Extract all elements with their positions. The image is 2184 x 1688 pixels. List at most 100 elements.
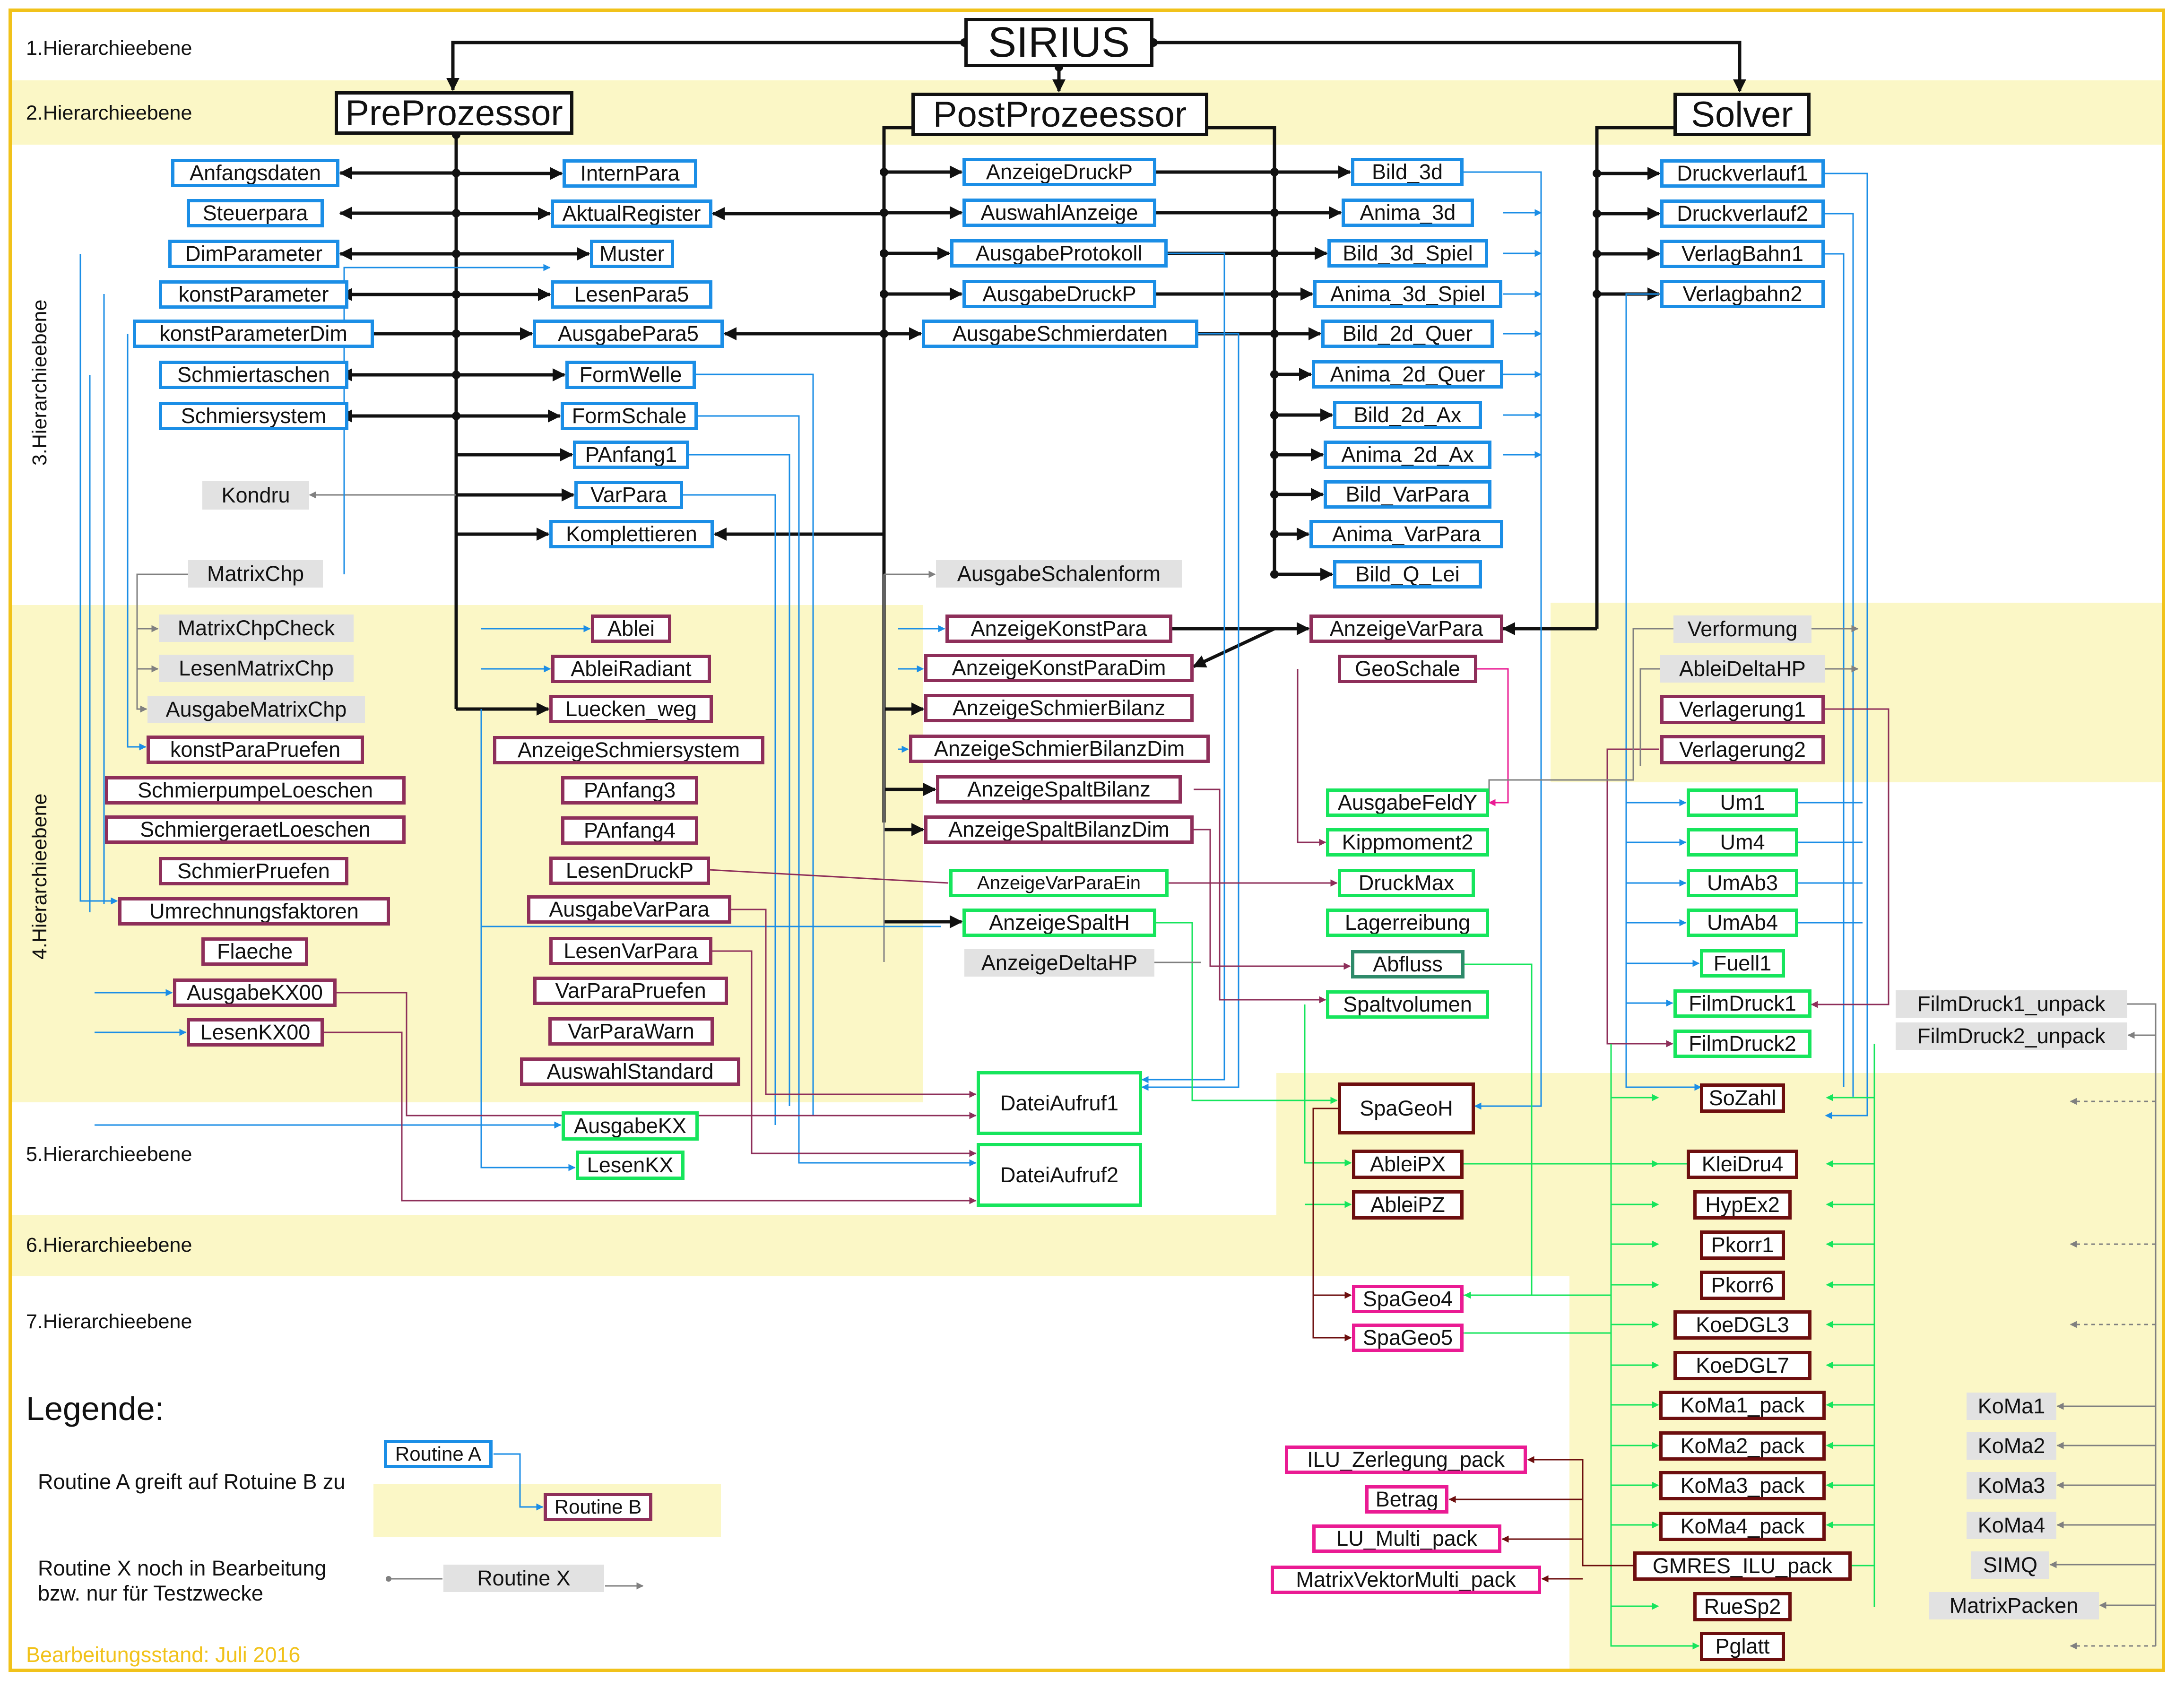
routine-koma2-pack[interactable]: KoMa2_pack	[1659, 1431, 1826, 1461]
routine-anzeigekonstparadim[interactable]: AnzeigeKonstParaDim	[924, 654, 1194, 682]
routine-anzeigevarparaein[interactable]: AnzeigeVarParaEin	[949, 869, 1169, 897]
routine-matrixchpcheck[interactable]: MatrixChpCheck	[159, 615, 354, 642]
routine-lesenkx[interactable]: LesenKX	[576, 1151, 685, 1180]
routine-formwelle[interactable]: FormWelle	[565, 361, 696, 389]
routine-anima-3d[interactable]: Anima_3d	[1342, 199, 1474, 227]
routine-anzeigespaltbilanzdim[interactable]: AnzeigeSpaltBilanzDim	[924, 815, 1194, 844]
routine-ilu-zerlegung-pack[interactable]: ILU_Zerlegung_pack	[1285, 1446, 1527, 1474]
routine-hypex2[interactable]: HypEx2	[1693, 1190, 1792, 1220]
routine-druckmax[interactable]: DruckMax	[1338, 869, 1475, 897]
routine-lesendruckp[interactable]: LesenDruckP	[549, 857, 710, 885]
routine-anima-2d-quer[interactable]: Anima_2d_Quer	[1312, 360, 1503, 389]
routine-konstparameterdim[interactable]: konstParameterDim	[133, 320, 374, 348]
routine-umrechnungsfaktoren[interactable]: Umrechnungsfaktoren	[118, 897, 390, 926]
routine-verlagbahn2[interactable]: Verlagbahn2	[1660, 280, 1825, 308]
routine-koma3-pack[interactable]: KoMa3_pack	[1659, 1471, 1826, 1500]
routine-kippmoment2[interactable]: Kippmoment2	[1326, 828, 1489, 857]
routine-varpara[interactable]: VarPara	[574, 481, 683, 509]
routine-pglatt[interactable]: Pglatt	[1700, 1632, 1785, 1661]
routine-ableipx[interactable]: AbleiPX	[1352, 1150, 1464, 1179]
routine-varparawarn[interactable]: VarParaWarn	[548, 1017, 714, 1046]
routine-konstparameter[interactable]: konstParameter	[159, 280, 348, 309]
routine-schmierpruefen[interactable]: SchmierPruefen	[159, 857, 348, 885]
routine-aktualregister[interactable]: AktualRegister	[551, 199, 712, 228]
routine-spaltvolumen[interactable]: Spaltvolumen	[1326, 990, 1489, 1019]
routine-konstparapruefen[interactable]: konstParaPruefen	[147, 736, 364, 764]
routine-druckverlauf1[interactable]: Druckverlauf1	[1660, 159, 1825, 188]
routine-umab3[interactable]: UmAb3	[1687, 869, 1798, 897]
routine-anzeigeschmiersystem[interactable]: AnzeigeSchmiersystem	[493, 736, 764, 764]
routine-sozahl[interactable]: SoZahl	[1700, 1083, 1785, 1113]
routine-panfang4[interactable]: PAnfang4	[561, 816, 698, 845]
routine-spageo4[interactable]: SpaGeo4	[1352, 1285, 1464, 1313]
routine-verlagbahn1[interactable]: VerlagBahn1	[1660, 240, 1825, 268]
routine-lu-multi-pack[interactable]: LU_Multi_pack	[1312, 1524, 1501, 1553]
routine-auswahlanzeige[interactable]: AuswahlAnzeige	[962, 199, 1156, 227]
routine-varparapruefen[interactable]: VarParaPruefen	[533, 977, 728, 1005]
solver-box[interactable]: Solver	[1673, 93, 1811, 136]
routine-kondru[interactable]: Kondru	[202, 481, 309, 510]
routine-lesenvarpara[interactable]: LesenVarPara	[549, 937, 712, 965]
routine-ablei[interactable]: Ablei	[591, 615, 671, 643]
routine-um4[interactable]: Um4	[1687, 828, 1798, 857]
routine-pkorr6[interactable]: Pkorr6	[1700, 1271, 1785, 1300]
routine-abfluss[interactable]: Abfluss	[1351, 950, 1465, 978]
routine-anima-varpara[interactable]: Anima_VarPara	[1309, 520, 1503, 548]
routine-betrag[interactable]: Betrag	[1365, 1485, 1448, 1514]
routine-um1[interactable]: Um1	[1687, 788, 1798, 817]
routine-anzeigeschmierbilanzdim[interactable]: AnzeigeSchmierBilanzDim	[909, 735, 1210, 763]
routine-anima-2d-ax[interactable]: Anima_2d_Ax	[1324, 441, 1491, 469]
routine-anzeigeschmierbilanz[interactable]: AnzeigeSchmierBilanz	[924, 694, 1194, 722]
routine-flaeche[interactable]: Flaeche	[201, 937, 308, 966]
routine-luecken-weg[interactable]: Luecken_weg	[549, 695, 713, 723]
routine-koma1-pack[interactable]: KoMa1_pack	[1659, 1391, 1826, 1420]
routine-verlagerung2[interactable]: Verlagerung2	[1660, 735, 1825, 764]
sirius-root-box[interactable]: SIRIUS	[964, 18, 1153, 67]
routine-anzeigespaltbilanz[interactable]: AnzeigeSpaltBilanz	[936, 775, 1182, 804]
routine-ausgabekx00[interactable]: AusgabeKX00	[173, 978, 337, 1007]
routine-matrixchp[interactable]: MatrixChp	[188, 560, 323, 588]
routine-verformung[interactable]: Verformung	[1673, 615, 1811, 643]
routine-panfang3[interactable]: PAnfang3	[561, 776, 698, 805]
postprozessor-box[interactable]: PostProzeessor	[911, 93, 1208, 136]
routine-lagerreibung[interactable]: Lagerreibung	[1326, 909, 1489, 937]
routine-ausgabekx[interactable]: AusgabeKX	[562, 1111, 699, 1141]
routine-kleidru4[interactable]: KleiDru4	[1687, 1150, 1798, 1179]
routine-bild-3d-spiel[interactable]: Bild_3d_Spiel	[1327, 239, 1488, 268]
routine-anzeigedeltahp[interactable]: AnzeigeDeltaHP	[964, 949, 1154, 977]
routine-bild-2d-ax[interactable]: Bild_2d_Ax	[1333, 401, 1482, 429]
routine-ableideltahp[interactable]: AbleiDeltaHP	[1660, 655, 1825, 683]
routine-schmiersystem[interactable]: Schmiersystem	[159, 402, 348, 430]
routine-spageo5[interactable]: SpaGeo5	[1352, 1324, 1464, 1352]
routine-koma1[interactable]: KoMa1	[1967, 1393, 2056, 1420]
routine-auswahlstandard[interactable]: AuswahlStandard	[520, 1057, 740, 1086]
routine-koedgl7[interactable]: KoeDGL7	[1673, 1351, 1811, 1380]
routine-ausgabefeldy[interactable]: AusgabeFeldY	[1326, 788, 1489, 817]
routine-gmres-ilu-pack[interactable]: GMRES_ILU_pack	[1633, 1551, 1852, 1581]
routine-lesenkx00[interactable]: LesenKX00	[187, 1018, 324, 1047]
routine-bild-q-lei[interactable]: Bild_Q_Lei	[1333, 560, 1482, 589]
routine-dateiaufruf1[interactable]: DateiAufruf1	[977, 1071, 1142, 1135]
routine-anfangsdaten[interactable]: Anfangsdaten	[171, 159, 339, 187]
routine-fuell1[interactable]: Fuell1	[1700, 949, 1785, 978]
routine-lesenmatrixchp[interactable]: LesenMatrixChp	[159, 655, 354, 682]
routine-dateiaufruf2[interactable]: DateiAufruf2	[977, 1143, 1142, 1207]
routine-verlagerung1[interactable]: Verlagerung1	[1660, 695, 1825, 724]
routine-ableipz[interactable]: AbleiPZ	[1352, 1190, 1464, 1220]
routine-filmdruck1[interactable]: FilmDruck1	[1673, 989, 1811, 1018]
routine-druckverlauf2[interactable]: Druckverlauf2	[1660, 199, 1825, 228]
routine-koma4[interactable]: KoMa4	[1967, 1512, 2056, 1539]
routine-schmiergeraetloeschen[interactable]: SchmiergeraetLoeschen	[105, 815, 406, 844]
routine-geoschale[interactable]: GeoSchale	[1338, 655, 1477, 683]
routine-lesenpara5[interactable]: LesenPara5	[551, 280, 712, 309]
routine-ausgabeprotokoll[interactable]: AusgabeProtokoll	[950, 239, 1168, 268]
routine-internpara[interactable]: InternPara	[563, 159, 697, 188]
routine-bild-varpara[interactable]: Bild_VarPara	[1324, 480, 1491, 509]
routine-formschale[interactable]: FormSchale	[561, 402, 698, 430]
routine-schmierpumpeloeschen[interactable]: SchmierpumpeLoeschen	[105, 776, 406, 805]
routine-ausgabepara5[interactable]: AusgabePara5	[533, 320, 724, 348]
preprozessor-box[interactable]: PreProzessor	[335, 91, 573, 135]
routine-ausgabematrixchp[interactable]: AusgabeMatrixChp	[147, 696, 365, 723]
routine-koma2[interactable]: KoMa2	[1967, 1432, 2056, 1460]
routine-filmdruck1-unpack[interactable]: FilmDruck1_unpack	[1896, 990, 2127, 1018]
